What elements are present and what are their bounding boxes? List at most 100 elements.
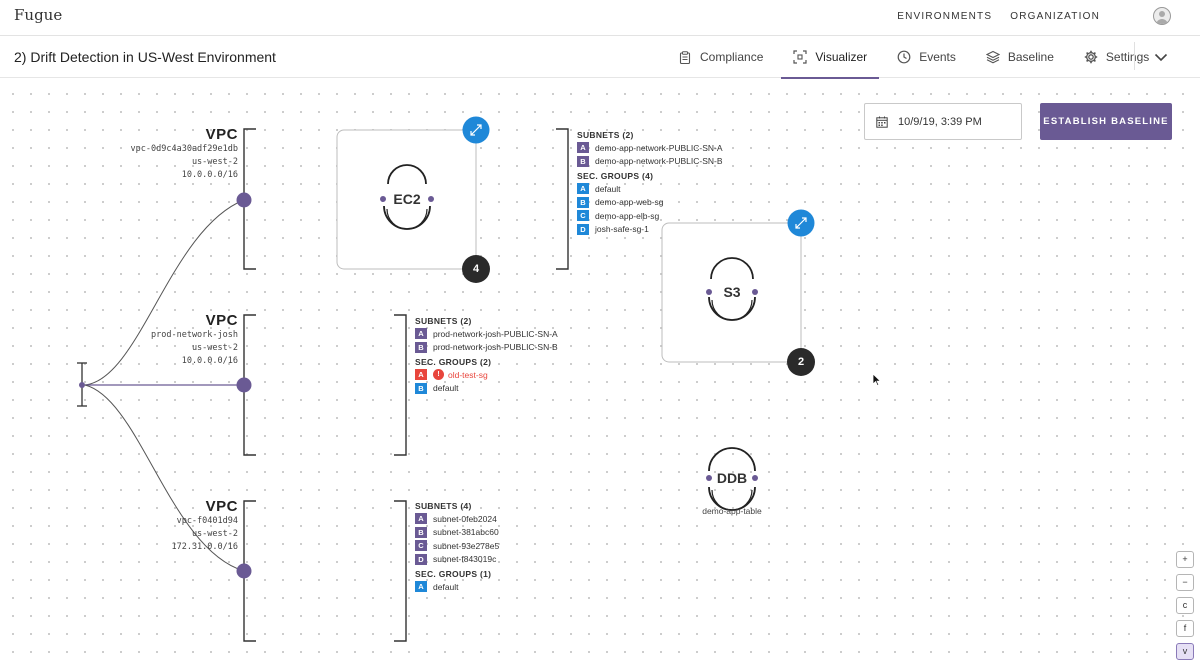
vpc-region: us-west-2 bbox=[191, 343, 238, 353]
sg-badge: D bbox=[577, 223, 589, 235]
tab-baseline[interactable]: Baseline bbox=[974, 36, 1066, 78]
subnet-name: demo-app-network-PUBLIC-SN-A bbox=[595, 142, 723, 153]
sg-badge: B bbox=[577, 196, 589, 208]
sg-name: default bbox=[433, 383, 459, 394]
vpc-title: VPC bbox=[205, 498, 238, 515]
tab-label: Baseline bbox=[1007, 50, 1054, 64]
nav-environments[interactable]: ENVIRONMENTS bbox=[897, 11, 993, 22]
tab-label: Settings bbox=[1105, 50, 1150, 64]
ddb-table-name: demo-app-table bbox=[702, 506, 762, 516]
tab-compliance[interactable]: Compliance bbox=[666, 36, 775, 78]
mouse-cursor-icon bbox=[872, 373, 882, 387]
vpc-2-info[interactable]: VPC prod-network-josh us-west-2 10.0.0.0… bbox=[88, 312, 238, 368]
tab-label: Compliance bbox=[700, 50, 764, 64]
subnet-badge: A bbox=[415, 328, 427, 340]
sec-groups-header: SEC. GROUPS (4) bbox=[577, 171, 654, 181]
subnets-header: SUBNETS (2) bbox=[577, 130, 634, 140]
vpc-cidr: 10.0.0.0/16 bbox=[181, 356, 238, 366]
s3-expand-button[interactable] bbox=[787, 209, 815, 237]
subnet-name: subnet-0feb2024 bbox=[433, 513, 497, 524]
vpc-id: prod-network-josh bbox=[151, 330, 238, 340]
ec2-count-badge[interactable]: 4 bbox=[462, 255, 490, 283]
subnet-badge: B bbox=[415, 341, 427, 353]
fit-button[interactable]: f bbox=[1176, 620, 1194, 637]
zoom-in-button[interactable]: + bbox=[1176, 551, 1194, 568]
ddb-logo[interactable] bbox=[706, 447, 758, 511]
sg-name: demo-app-elb-sg bbox=[595, 210, 660, 221]
root-node[interactable] bbox=[77, 362, 87, 407]
ec2-expand-button[interactable] bbox=[462, 116, 490, 144]
sg-name: josh-safe-sg-1 bbox=[595, 224, 649, 235]
subnet-name: prod-network-josh-PUBLIC-SN-B bbox=[433, 342, 558, 353]
vpc-region: us-west-2 bbox=[191, 157, 238, 167]
subnet-name: subnet-93e278e5 bbox=[433, 540, 500, 551]
environment-header: 2) Drift Detection in US-West Environmen… bbox=[0, 36, 1200, 79]
center-button[interactable]: c bbox=[1176, 597, 1194, 614]
vpc-node-3 bbox=[236, 563, 252, 579]
vpc-1-info[interactable]: VPC vpc-0d9c4a30adf29e1db us-west-2 10.0… bbox=[88, 126, 238, 182]
tab-events[interactable]: Events bbox=[885, 36, 968, 78]
visualizer-icon bbox=[793, 50, 807, 64]
sg-badge: C bbox=[577, 210, 589, 222]
vpc-cidr: 172.31.0.0/16 bbox=[171, 542, 238, 552]
vpc-bracket-2 bbox=[243, 314, 407, 456]
s3-label: S3 bbox=[723, 284, 741, 300]
subnets-header: SUBNETS (2) bbox=[415, 316, 472, 326]
ec2-box bbox=[336, 129, 477, 270]
sg-name: demo-app-web-sg bbox=[595, 197, 664, 208]
s3-logo bbox=[706, 257, 758, 321]
vpc-id: vpc-f0401d94 bbox=[176, 516, 238, 526]
date-value: 10/9/19, 3:39 PM bbox=[898, 115, 982, 128]
vpc-link-1 bbox=[84, 199, 245, 386]
app-logo[interactable]: Fugue bbox=[14, 6, 63, 24]
date-picker[interactable]: 10/9/19, 3:39 PM bbox=[864, 103, 1022, 140]
vpc-cidr: 10.0.0.0/16 bbox=[181, 170, 238, 180]
visualizer-canvas[interactable]: 4 2 EC2 S3 DDB demo-app-table VPC vpc-0d… bbox=[0, 79, 1200, 666]
tab-label: Visualizer bbox=[815, 50, 868, 64]
gear-icon bbox=[1084, 50, 1098, 64]
tab-label: Events bbox=[919, 50, 956, 64]
calendar-icon bbox=[876, 116, 888, 128]
ddb-label: DDB bbox=[716, 470, 748, 486]
page-title: 2) Drift Detection in US-West Environmen… bbox=[14, 49, 276, 65]
sec-groups-header: SEC. GROUPS (2) bbox=[415, 357, 492, 367]
chevron-down-icon[interactable] bbox=[1152, 48, 1170, 66]
tab-visualizer[interactable]: Visualizer bbox=[781, 36, 880, 79]
subnet-badge: B bbox=[577, 155, 589, 167]
divider bbox=[1134, 42, 1135, 70]
topology-graph bbox=[77, 116, 815, 642]
establish-baseline-button[interactable]: ESTABLISH BASELINE bbox=[1040, 103, 1172, 140]
user-avatar[interactable] bbox=[1153, 7, 1171, 25]
tab-settings[interactable]: Settings bbox=[1072, 36, 1161, 78]
s3-box bbox=[661, 222, 802, 363]
sg-name: default bbox=[595, 183, 621, 194]
vpc-link-3 bbox=[84, 384, 245, 572]
vpc-node-1 bbox=[236, 192, 252, 208]
subnet-badge: B bbox=[415, 526, 427, 538]
subnet-badge: D bbox=[415, 553, 427, 565]
clipboard-icon bbox=[678, 50, 692, 64]
zoom-out-button[interactable]: − bbox=[1176, 574, 1194, 591]
s3-count-badge[interactable]: 2 bbox=[787, 348, 815, 376]
view-button[interactable]: v bbox=[1176, 643, 1194, 660]
sg-item-drift[interactable]: A!old-test-sg bbox=[415, 368, 558, 382]
vpc-3-info[interactable]: VPC vpc-f0401d94 us-west-2 172.31.0.0/16 bbox=[88, 498, 238, 554]
vpc-region: us-west-2 bbox=[191, 529, 238, 539]
nav-organization[interactable]: ORGANIZATION bbox=[1010, 11, 1100, 22]
sg-badge: A bbox=[415, 369, 427, 381]
